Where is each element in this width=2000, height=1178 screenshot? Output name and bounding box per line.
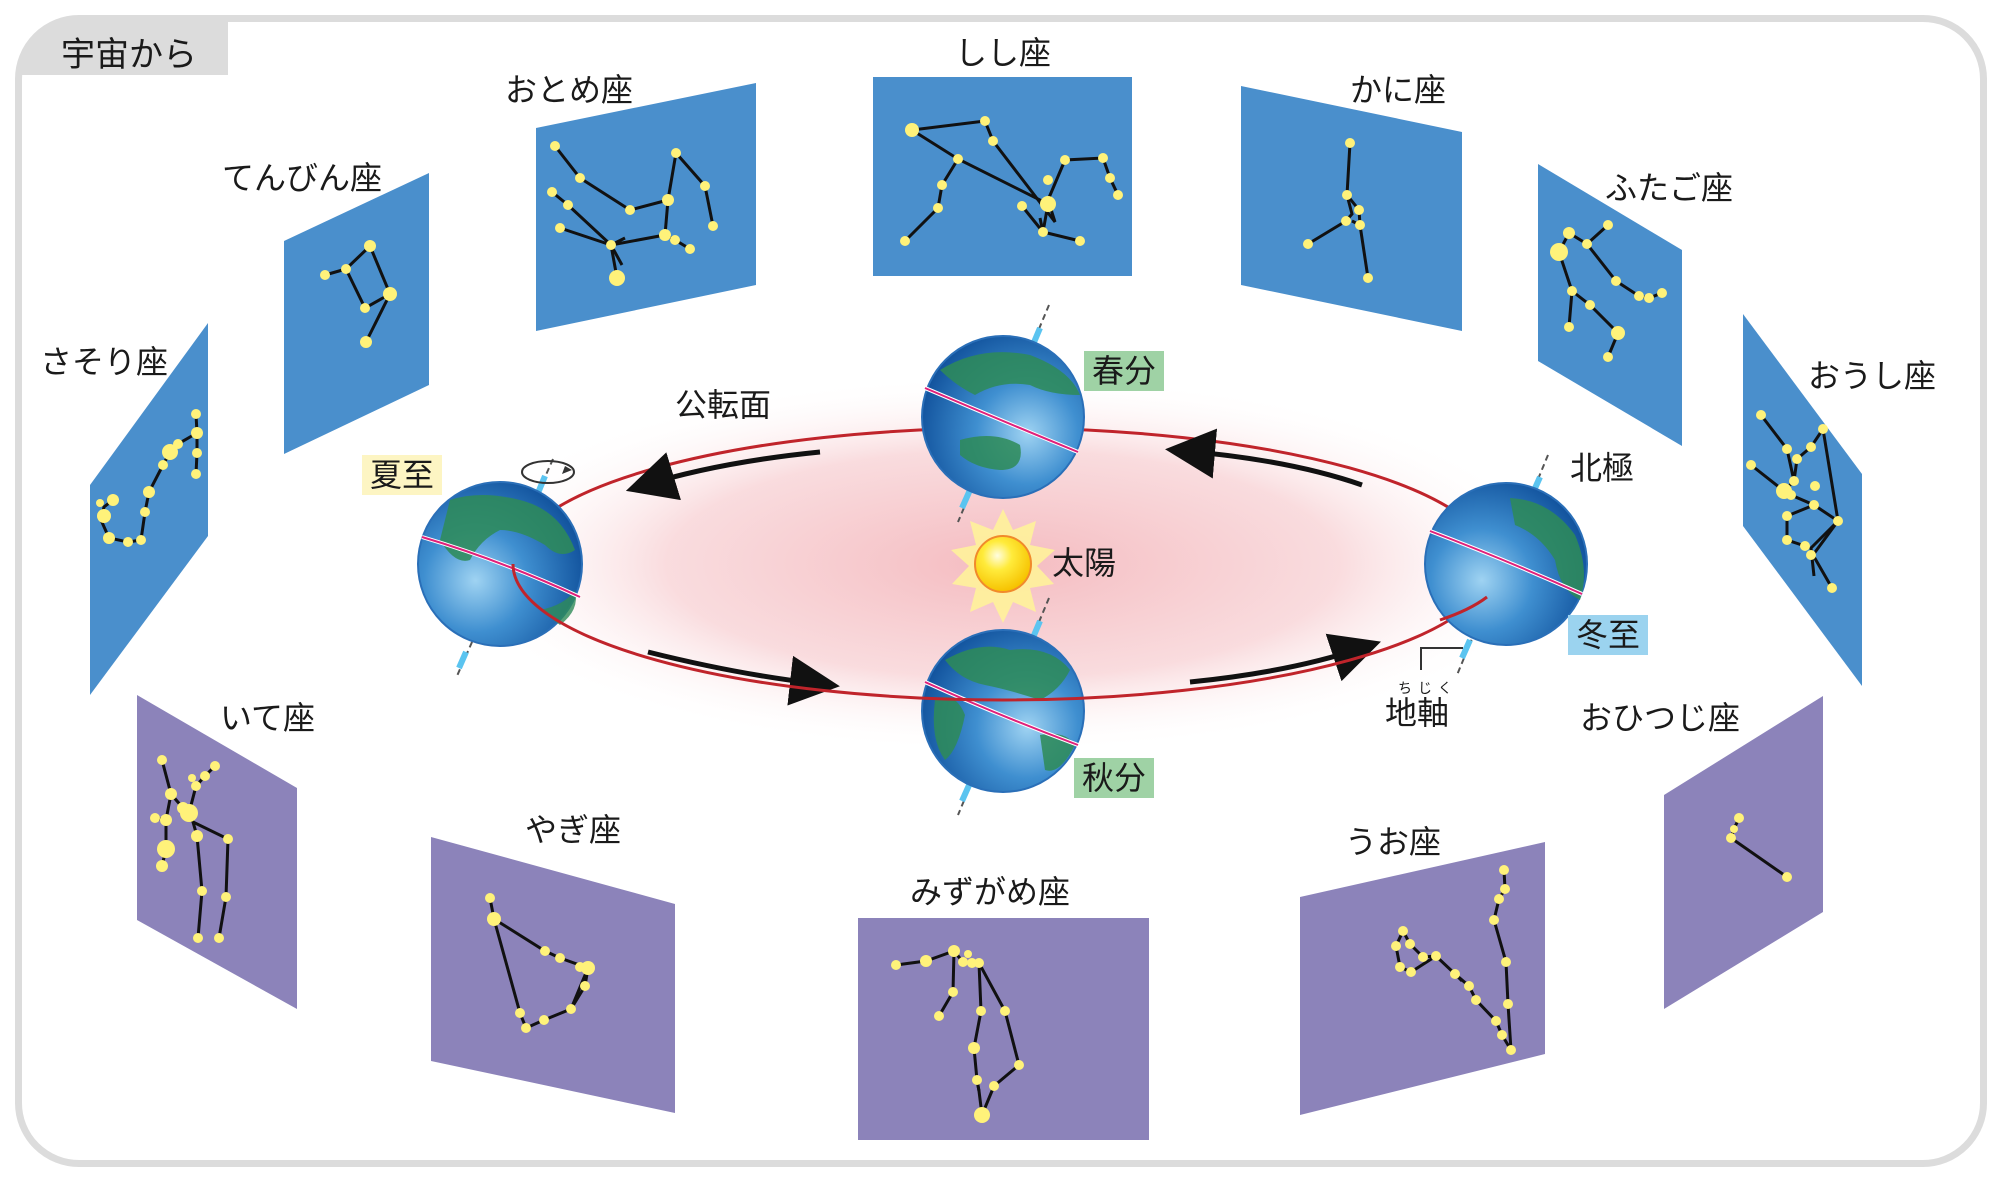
badge-summer-solstice: 夏至	[362, 455, 443, 495]
constellation-label-aquarius: みずがめ座	[910, 873, 1071, 911]
constellation-label-aries: おひつじ座	[1580, 699, 1741, 737]
constellation-label-leo: しし座	[955, 34, 1052, 72]
earth-axis-label: 地軸	[1385, 694, 1450, 732]
constellation-label-scorpius: さそり座	[40, 343, 169, 381]
orbit-arrow-bottom-right	[1189, 633, 1381, 685]
orbit-arrow-bottom-left	[647, 649, 840, 706]
constellation-panel-aries	[1664, 696, 1823, 1009]
constellation-panel-pisces	[1300, 842, 1545, 1115]
constellation-label-cancer: かに座	[1350, 71, 1447, 109]
orbit-arrow-top-right	[1165, 428, 1363, 488]
badge-winter-solstice: 冬至	[1568, 615, 1649, 655]
earth-globe-vernal-equinox	[921, 304, 1085, 523]
constellation-panel-libra	[284, 173, 429, 454]
constellation-panel-leo	[873, 77, 1132, 276]
sun-icon	[951, 509, 1055, 623]
earth-globe-autumnal-equinox	[921, 597, 1085, 816]
constellation-label-capricornus: やぎ座	[525, 811, 622, 849]
constellation-label-taurus: おうし座	[1808, 357, 1937, 395]
north-pole-label: 北極	[1570, 449, 1635, 487]
header-tab: 宇宙から	[19, 19, 228, 75]
constellation-panel-gemini	[1538, 164, 1682, 446]
constellation-panel-virgo	[536, 83, 756, 331]
constellation-panel-aquarius	[858, 918, 1149, 1140]
rotation-direction-icon	[521, 460, 575, 484]
badge-autumnal-equinox: 秋分	[1074, 758, 1155, 798]
constellation-label-libra: てんびん座	[222, 159, 383, 197]
badge-vernal-equinox: 春分	[1084, 351, 1165, 391]
axis-ruby-text: ちじく	[1398, 681, 1458, 697]
sun-label: 太陽	[1052, 544, 1117, 582]
orbit-path-front	[511, 563, 1495, 702]
constellation-panel-scorpius	[90, 323, 208, 695]
constellation-panel-cancer	[1241, 86, 1462, 331]
constellation-panel-capricornus	[431, 837, 675, 1113]
constellation-label-virgo: おとめ座	[505, 71, 634, 109]
constellation-panel-taurus	[1743, 314, 1862, 686]
constellation-panel-sagittarius	[137, 695, 297, 1009]
constellation-label-sagittarius: いて座	[220, 699, 316, 737]
header-tab-title: 宇宙から	[61, 35, 197, 75]
orbit-arrow-top-left	[625, 449, 821, 501]
earth-globe-winter-solstice	[1424, 454, 1588, 676]
orbital-plane-label: 公転面	[675, 386, 772, 424]
constellation-label-pisces: うお座	[1345, 823, 1442, 861]
constellation-label-gemini: ふたご座	[1605, 169, 1734, 207]
